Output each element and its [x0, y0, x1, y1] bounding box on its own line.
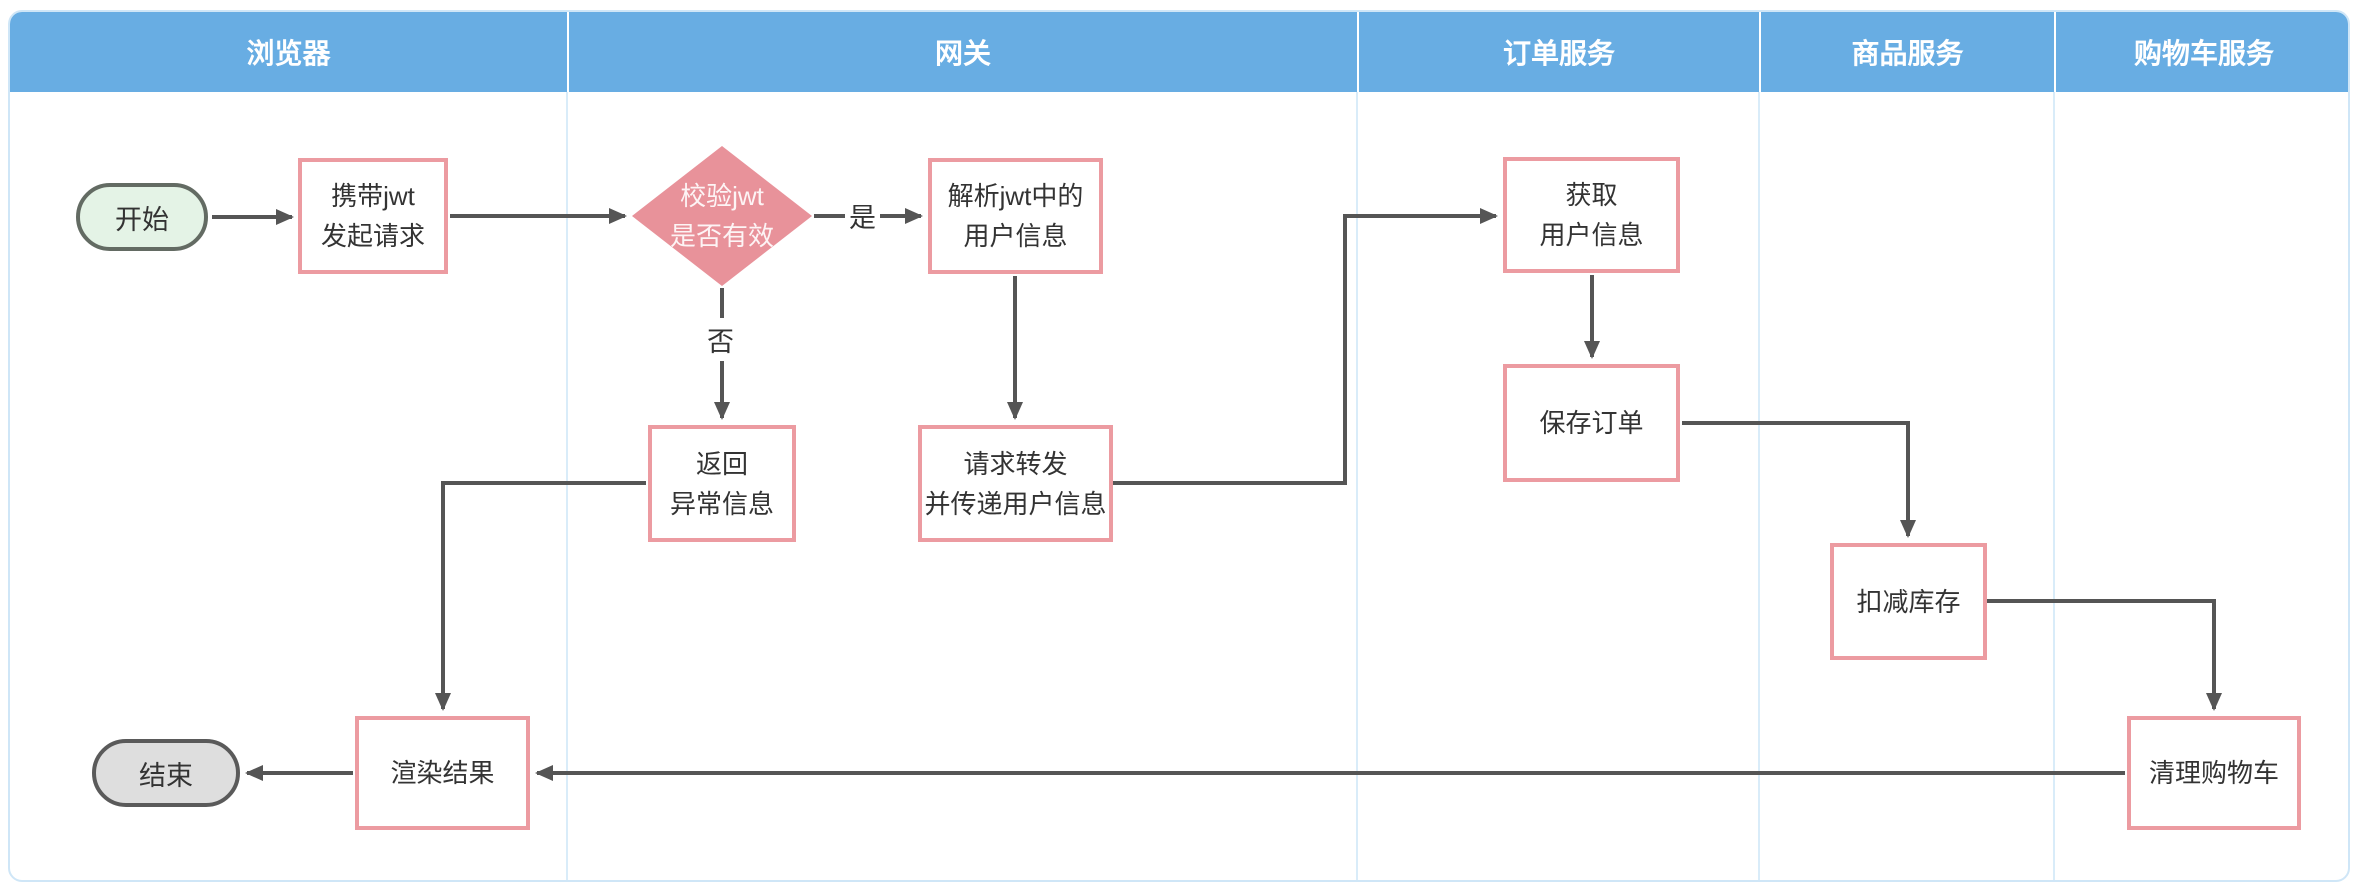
node-label-line1: 请求转发	[963, 448, 1068, 479]
node-validate-jwt: 校验jwt 是否有效	[632, 146, 812, 286]
node-label-line2: 用户信息	[963, 221, 1068, 251]
lane-divider-4	[2053, 92, 2055, 880]
lane-header-row: 浏览器 网关 订单服务 商品服务 购物车服务	[10, 12, 2348, 92]
node-return-error: 返回 异常信息	[648, 425, 796, 542]
node-label: 结束	[139, 760, 193, 791]
lane-header-cart-service: 购物车服务	[2054, 12, 2348, 92]
node-label-line1: 校验jwt	[680, 181, 764, 211]
lane-divider-3	[1758, 92, 1760, 880]
lane-title: 购物车服务	[2133, 38, 2274, 69]
lane-title: 浏览器	[246, 38, 331, 69]
lane-header-order-service: 订单服务	[1357, 12, 1759, 92]
node-clear-cart: 清理购物车	[2127, 716, 2301, 830]
node-end: 结束	[92, 739, 240, 807]
node-label: 扣减库存	[1856, 586, 1961, 617]
lane-title: 订单服务	[1502, 38, 1615, 69]
node-get-user-info: 获取 用户信息	[1503, 157, 1680, 273]
node-start: 开始	[76, 183, 208, 251]
node-label-line2: 发起请求	[320, 221, 425, 251]
node-parse-jwt: 解析jwt中的 用户信息	[928, 158, 1103, 274]
node-label: 清理购物车	[2148, 758, 2279, 788]
lane-divider-1	[566, 92, 568, 880]
node-label: 开始	[115, 204, 169, 235]
node-label-line2: 用户信息	[1539, 220, 1644, 250]
edge-label-no: 否	[703, 318, 738, 361]
node-render-result: 渲染结果	[355, 716, 530, 830]
node-label-line2: 并传递用户信息	[924, 488, 1107, 519]
lane-header-browser: 浏览器	[10, 12, 567, 92]
lane-header-gateway: 网关	[567, 12, 1357, 92]
node-label-line1: 获取	[1565, 180, 1618, 210]
node-label-line2: 是否有效	[669, 221, 774, 251]
node-label-line2: 异常信息	[669, 488, 774, 519]
no-label: 否	[707, 327, 734, 357]
node-carry-jwt: 携带jwt 发起请求	[298, 158, 448, 274]
yes-label: 是	[849, 203, 876, 233]
node-label-line1: 解析jwt中的	[947, 181, 1084, 211]
node-label-line1: 携带jwt	[331, 181, 415, 211]
lane-divider-2	[1356, 92, 1358, 880]
edge-label-yes: 是	[845, 194, 880, 237]
node-deduct-stock: 扣减库存	[1830, 543, 1987, 660]
node-label: 保存订单	[1539, 408, 1644, 438]
node-save-order: 保存订单	[1503, 364, 1680, 482]
node-label-line1: 返回	[695, 448, 748, 479]
node-forward-request: 请求转发 并传递用户信息	[918, 425, 1113, 542]
lane-title: 网关	[934, 38, 991, 69]
node-label: 渲染结果	[390, 758, 495, 788]
lane-title: 商品服务	[1851, 38, 1964, 69]
lane-header-product-service: 商品服务	[1759, 12, 2054, 92]
